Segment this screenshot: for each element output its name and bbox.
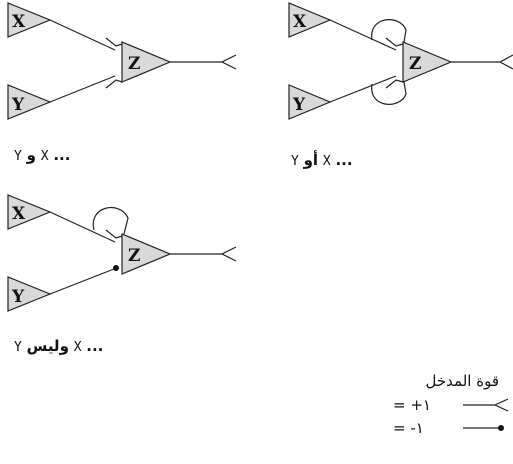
neuron-y-label: Y (292, 95, 306, 115)
neuron-x-label: X (293, 12, 307, 32)
axon-y (49, 75, 116, 103)
caption-word: و (26, 146, 36, 164)
caption-word: وليس (26, 337, 69, 355)
neuron-z-label: Z (128, 246, 140, 266)
synapse-x-excitatory (105, 37, 123, 47)
caption-and: Y و X ... (14, 146, 70, 164)
caption-dots: ... (335, 151, 353, 169)
synapse-y-excitatory (105, 79, 123, 89)
axon-x (49, 211, 116, 243)
neuron-z (121, 233, 172, 275)
synapse-output-excitatory (220, 54, 237, 70)
legend-title: قوة المدخل (425, 372, 499, 390)
neuron-z (121, 41, 172, 83)
caption-var-b: Y (291, 154, 299, 169)
legend-excitatory-value: = +١ (393, 396, 431, 414)
neuron-z-label: Z (409, 54, 421, 74)
neuron-x-label: X (12, 12, 26, 32)
neuron-y (288, 84, 332, 120)
synapse-y-excitatory (385, 79, 404, 89)
neuron-z (402, 41, 453, 83)
legend-excitatory-synapse (493, 398, 509, 412)
legend-inhibitory-dot (498, 425, 504, 431)
caption-var-a: X (322, 154, 331, 169)
caption-word: أو (303, 151, 319, 169)
legend-inhibitory-value: = -١ (393, 419, 424, 437)
caption-and-not: Y وليس X ... (14, 337, 103, 355)
neuron-x-label: X (12, 204, 26, 224)
and-not-gate: X Y Z (7, 194, 237, 312)
or-gate: X Y Z (288, 2, 513, 120)
self-loop-bottom (371, 81, 407, 105)
axon-y (329, 75, 397, 103)
caption-or: Y أو X ... (291, 151, 353, 169)
axon-x (329, 19, 397, 51)
caption-var-a: X (40, 149, 49, 164)
synapse-x-excitatory (385, 37, 404, 47)
neuron-x (7, 194, 52, 230)
axon-x (49, 19, 116, 51)
caption-var-a: X (73, 340, 82, 355)
caption-var-b: Y (14, 340, 22, 355)
synapse-output-excitatory (498, 54, 513, 70)
self-loop-top (92, 207, 129, 235)
neuron-x (288, 2, 332, 38)
synapse-x-excitatory (105, 229, 123, 239)
and-gate: X Y Z (7, 2, 237, 120)
neuron-y-label: Y (11, 287, 25, 307)
neuron-y (7, 84, 52, 120)
axon-y (49, 268, 115, 295)
caption-dots: ... (86, 337, 104, 355)
neuron-x (7, 2, 52, 38)
neuron-y (7, 276, 52, 312)
caption-dots: ... (53, 146, 71, 164)
neuron-y-label: Y (11, 95, 25, 115)
synapse-output-excitatory (220, 246, 237, 262)
neuron-z-label: Z (128, 54, 140, 74)
legend-symbols (463, 398, 509, 431)
self-loop-top (371, 19, 407, 43)
caption-var-b: Y (14, 149, 22, 164)
synapse-y-inhibitory (113, 265, 119, 271)
